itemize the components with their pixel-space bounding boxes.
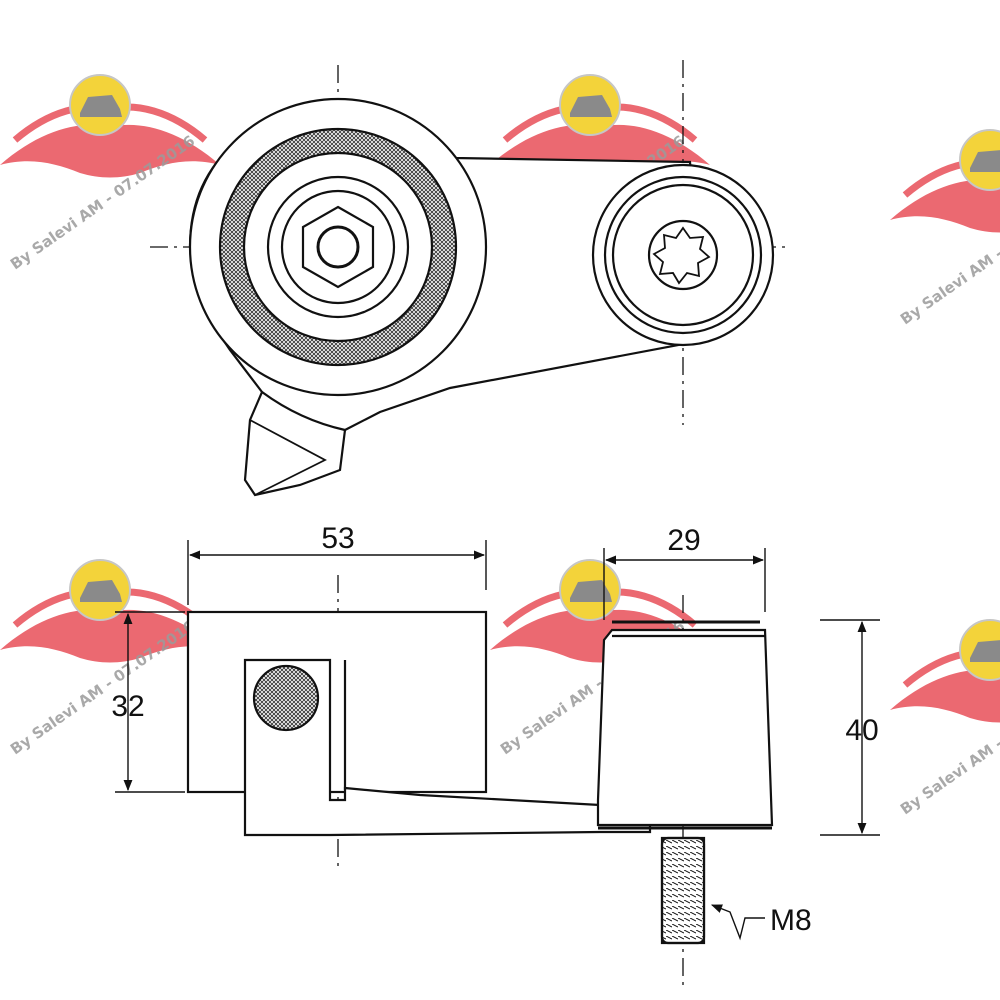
- side-view: [186, 575, 774, 990]
- threaded-stud: [660, 836, 706, 945]
- watermark-logo: By Salevi AM - 07.07.2016: [890, 129, 1000, 328]
- idler-pulley-ring: [603, 175, 763, 335]
- arm-tab: [249, 419, 327, 496]
- watermark-car-icon: [80, 580, 122, 602]
- dimension-labels: 53 29 32 40 M8: [111, 522, 878, 937]
- arm-edge: [261, 391, 346, 432]
- dim-label-29: 29: [667, 524, 700, 557]
- main-pulley-hub-inner: [280, 189, 396, 305]
- watermark-logo: By Salevi AM - 07.07.2016: [890, 619, 1000, 818]
- pivot-bolt-head: [252, 664, 320, 732]
- bolt-hole: [316, 225, 360, 269]
- dimension-lines: [115, 540, 880, 941]
- watermark-wing-stroke: [902, 648, 1000, 688]
- watermark-car-icon: [80, 95, 122, 117]
- watermark-car-icon: [570, 580, 612, 602]
- threaded-stud-outline: [660, 836, 706, 945]
- watermark-car-icon: [970, 640, 1000, 662]
- idler-pulley-side: [596, 628, 774, 827]
- dim-label-32: 32: [111, 690, 144, 723]
- watermark-wings: [0, 124, 220, 178]
- torx-socket: [652, 226, 711, 285]
- watermark-wings: [890, 669, 1000, 723]
- dim-label-m8: M8: [770, 904, 812, 937]
- watermark-car-icon: [570, 95, 612, 117]
- dim-m8-leader: [710, 904, 765, 941]
- watermark-car-icon: [970, 150, 1000, 172]
- dim-label-53: 53: [321, 522, 354, 555]
- top-view: [150, 60, 790, 497]
- watermark-logo: By Salevi AM - 07.07.2016: [0, 74, 220, 273]
- idler-pulley-ring-2: [611, 183, 755, 327]
- watermark-wing-stroke: [902, 158, 1000, 198]
- watermark-wings: [0, 609, 220, 663]
- dim-label-40: 40: [845, 714, 878, 747]
- main-pulley-side: [186, 610, 488, 794]
- watermark-wings: [890, 179, 1000, 233]
